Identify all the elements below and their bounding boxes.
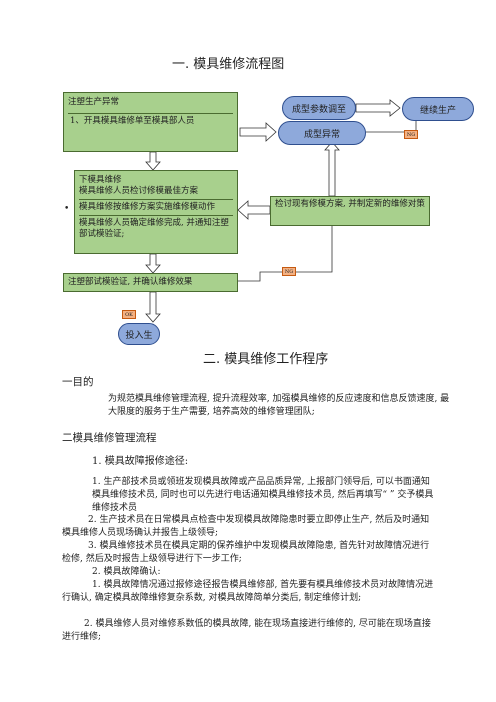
molding-abnormal-node: 成型异常 [278,121,366,145]
review-plan-box: 检讨现有修模方案, 并制定新的维修对策 [270,196,430,226]
section2-title: 二. 模具维修工作程序 [203,352,329,367]
report-channels-heading: 1. 模具故障报修途径: [92,456,189,467]
flow-title: 一. 模具维修流程图 [172,57,285,72]
purpose-heading: 一目的 [62,376,94,388]
production-node: 投入生 [118,323,160,345]
box-production-abnormal: 注塑生产异常 1、开具模具维修单至模具部人员 [63,92,238,152]
paragraph-6: 2. 模具维修人员对维修系数低的模具故障, 能在现场直接进行维修的, 尽可能在现… [62,619,431,642]
ng-tag-2: NG [282,267,296,276]
box1-row1: 注塑生产异常 [68,95,233,114]
box-trial-verify: 注塑部试模验证, 并确认维修效果 [63,273,238,292]
process-heading: 二模具维修管理流程 [62,432,157,444]
ng-tag-1: NG [404,130,418,139]
paragraph-1: 1. 生产部技术员或领班发现模具故障或产品品质异常, 上报部门领导后, 可以书面… [92,477,434,513]
ng-line-2 [238,226,333,282]
arrow-right-1 [239,122,277,142]
param-adjust-node: 成型参数调至 [282,96,356,120]
arrow-right-2 [355,99,401,117]
arrow-up-1 [324,141,340,197]
continue-production-node: 继续生产 [402,97,474,121]
box2-row4: 模具维修人员确定维修完成, 并通知注塑部试模验证; [79,218,229,239]
ok-tag: OK [122,310,136,319]
purpose-paragraph: 为规范模具维修管理流程, 提升流程效率, 加强模具维修的反应速度和信息反馈速度,… [108,394,450,417]
box2-row3: 模具维修按维修方案实施维修模动作 [79,200,233,216]
bullet-marker: • [64,204,70,214]
fault-confirm-heading: 2. 模具故障确认: [92,567,161,577]
box1-row2: 1、开具模具维修单至模具部人员 [70,116,195,126]
arrow-down-3 [145,291,161,323]
arrow-down-2 [145,253,161,274]
box-mold-repair: 下模具维修模具维修人员检讨修模最佳方案 模具维修按维修方案实施维修模动作 模具维… [74,170,238,254]
paragraph-3: 3. 模具维修技术员在模具定期的保养维护中发现模具故障隐患, 首先针对故障情况进… [62,541,430,564]
paragraph-5: 1. 模具故障情况通过报修途径报告模具维修部, 首先要有模具维修技术员对故障情况… [62,580,434,603]
arrow-left-1 [237,200,271,220]
box2-row1: 下模具维修模具维修人员检讨修模最佳方案 [79,173,233,200]
paragraph-2: 2. 生产技术员在日常模具点检查中发现模具故障隐患时要立即停止生产, 然后及时通… [62,515,430,538]
arrow-down-1 [145,151,161,171]
